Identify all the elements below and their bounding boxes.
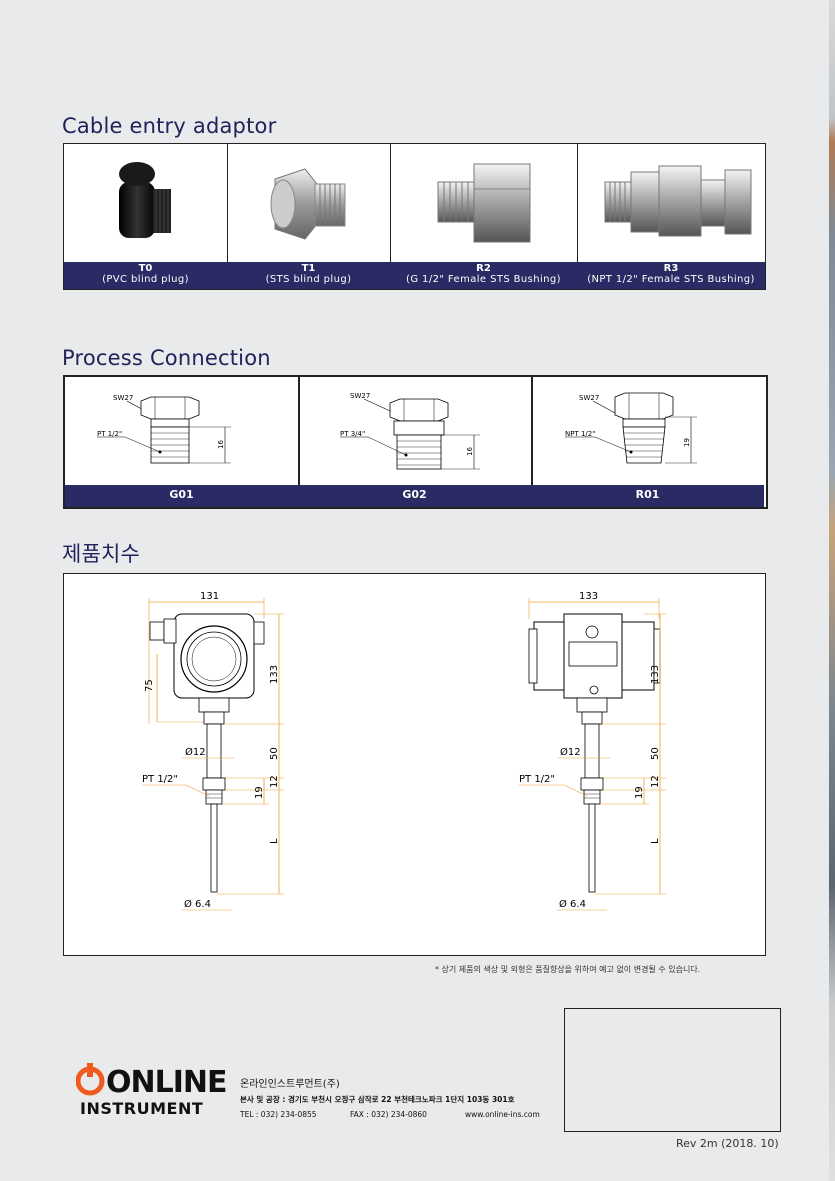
process-caption-g01: G01 (65, 485, 298, 507)
cable-desc-t0: (PVC blind plug) (102, 274, 189, 285)
process-caption-r01: R01 (531, 485, 764, 507)
dealer-stamp-box (564, 1008, 781, 1132)
online-instrument-logo: ONLINE INSTRUMENT (76, 1063, 226, 1118)
logo-line2: INSTRUMENT (80, 1099, 203, 1118)
process-connection-table: SW27 PT 1/2" 16 G01 SW27 PT 3 (63, 375, 768, 509)
side-view-drawing: 133 133 50 Ø12 (519, 591, 666, 911)
cable-caption-t1: T1 (STS blind plug) (227, 262, 390, 289)
r01-drawing: SW27 NPT 1/2" 19 (565, 392, 697, 464)
cable-desc-t1: (STS blind plug) (265, 274, 352, 285)
left-stem-dia-label: Ø12 (185, 746, 206, 758)
left-thread-len-label: 12 (269, 775, 280, 788)
process-code-g02: G02 (402, 488, 427, 501)
pvc-blind-plug-image (119, 162, 171, 238)
cable-caption-r2: R2 (G 1/2" Female STS Bushing) (390, 262, 577, 289)
right-height-label: 133 (650, 665, 661, 684)
company-name: 온라인인스트루먼트(주) (240, 1079, 340, 1090)
g01-drawing: SW27 PT 1/2" 16 (97, 394, 231, 464)
revision-label: Rev 2m (2018. 10) (676, 1137, 779, 1150)
logo-line1: ONLINE (106, 1065, 226, 1100)
right-stem-len-label: 50 (650, 747, 661, 760)
process-cell-r01: SW27 NPT 1/2" 19 R01 (531, 377, 764, 507)
left-height-label: 133 (269, 665, 280, 684)
left-thread-label: PT 1/2" (142, 774, 178, 785)
cable-cell-r3: R3 (NPT 1/2" Female STS Bushing) (577, 144, 765, 289)
cable-caption-r3: R3 (NPT 1/2" Female STS Bushing) (577, 262, 765, 289)
process-cell-g01: SW27 PT 1/2" 16 G01 (65, 377, 300, 507)
cable-entry-table: T0 (PVC blind plug) T1 (STS blind plug) … (63, 143, 766, 290)
cable-code-r2: R2 (476, 263, 491, 274)
right-width-label: 133 (579, 591, 598, 602)
cable-caption-t0: T0 (PVC blind plug) (64, 262, 227, 289)
g-female-bushing-image (437, 163, 531, 243)
npt-female-bushing-image (604, 165, 752, 237)
company-website: www.online-ins.com (465, 1110, 540, 1119)
process-code-r01: R01 (635, 488, 660, 501)
page-edge-strip (829, 0, 835, 1181)
sts-blind-plug-image (270, 168, 346, 240)
right-stem-dia-label: Ø12 (560, 746, 581, 758)
dimensions-heading: 제품치수 (62, 542, 141, 566)
g01-dim-label: 16 (217, 440, 225, 449)
g01-sw-label: SW27 (113, 394, 133, 402)
process-cell-g02: SW27 PT 3/4" 16 G02 (298, 377, 533, 507)
cable-entry-heading: Cable entry adaptor (62, 114, 277, 138)
r01-sw-label: SW27 (579, 394, 599, 402)
dimensions-drawing-box: 131 75 133 50 Ø (63, 573, 766, 956)
r01-thread-label: NPT 1/2" (565, 430, 595, 438)
right-probe-len-label: L (650, 838, 661, 844)
cable-desc-r2: (G 1/2" Female STS Bushing) (406, 274, 561, 285)
left-stem-len-label: 50 (269, 747, 280, 760)
cable-cell-t0: T0 (PVC blind plug) (64, 144, 228, 289)
process-code-g01: G01 (169, 488, 194, 501)
dimension-drawings: 131 75 133 50 Ø (142, 591, 666, 911)
cable-code-t1: T1 (301, 263, 316, 274)
cable-code-t0: T0 (138, 263, 153, 274)
left-probe-dia-label: Ø 6.4 (184, 898, 211, 910)
right-probe-dia-label: Ø 6.4 (559, 898, 586, 910)
cable-cell-r2: R2 (G 1/2" Female STS Bushing) (390, 144, 578, 289)
company-fax: FAX : 032) 234-0860 (350, 1110, 427, 1119)
left-thread-total-label: 19 (254, 786, 265, 799)
left-width-label: 131 (200, 591, 219, 602)
front-view-drawing: 131 75 133 50 Ø (142, 591, 284, 911)
cable-cell-t1: T1 (STS blind plug) (227, 144, 391, 289)
process-connection-heading: Process Connection (62, 346, 271, 370)
cable-code-r3: R3 (663, 263, 679, 274)
company-address: 본사 및 공장 : 경기도 부천시 오정구 삼작로 22 부천테크노파크 1단지… (240, 1095, 515, 1104)
cable-desc-r3: (NPT 1/2" Female STS Bushing) (587, 274, 755, 285)
left-head-label: 75 (144, 679, 155, 692)
g01-thread-label: PT 1/2" (97, 430, 122, 438)
g02-thread-label: PT 3/4" (340, 430, 365, 438)
g02-sw-label: SW27 (350, 392, 370, 400)
left-probe-len-label: L (269, 838, 280, 844)
g02-dim-label: 16 (466, 447, 474, 456)
r01-dim-label: 19 (683, 438, 691, 447)
right-thread-label: PT 1/2" (519, 774, 555, 785)
disclaimer-note: * 상기 제품의 색상 및 외형은 품질향상을 위하여 예고 없이 변경될 수 … (435, 965, 701, 974)
g02-drawing: SW27 PT 3/4" 16 (340, 392, 480, 470)
right-thread-len-label: 12 (650, 775, 661, 788)
process-caption-g02: G02 (298, 485, 531, 507)
company-tel: TEL : 032) 234-0855 (240, 1110, 317, 1119)
right-thread-total-label: 19 (634, 786, 645, 799)
